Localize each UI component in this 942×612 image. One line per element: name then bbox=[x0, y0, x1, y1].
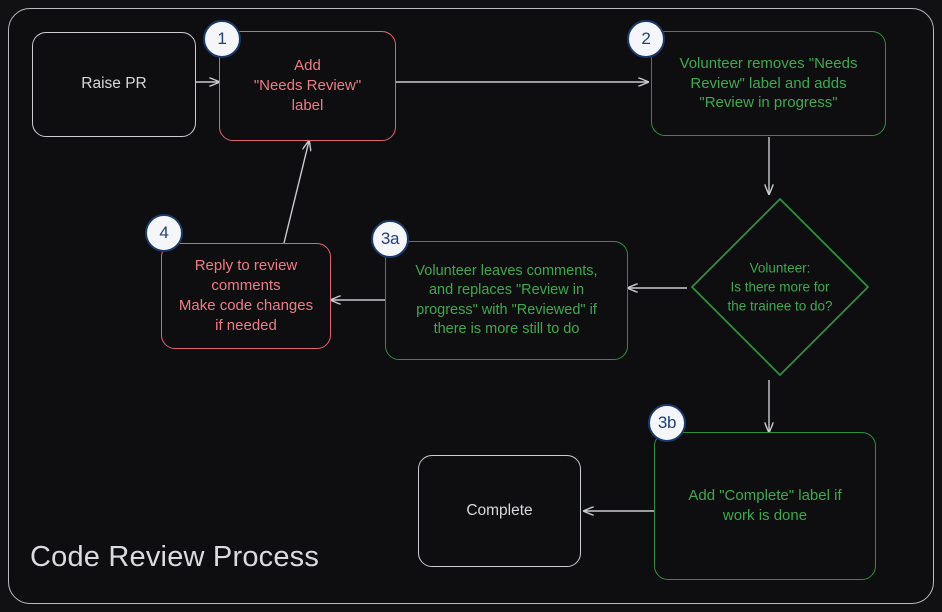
node-step-3b[interactable]: Add "Complete" label if work is done bbox=[654, 432, 876, 580]
node-step-3a[interactable]: Volunteer leaves comments, and replaces … bbox=[385, 241, 628, 360]
badge-step-3b-label: 3b bbox=[657, 413, 677, 432]
badge-step-2-label: 2 bbox=[641, 29, 651, 48]
node-raise-pr[interactable]: Raise PR bbox=[32, 32, 196, 137]
node-step-3a-label: Volunteer leaves comments, and replaces … bbox=[415, 263, 598, 337]
badge-step-3b[interactable]: 3b bbox=[648, 404, 686, 442]
node-step-1[interactable]: Add "Needs Review" label bbox=[219, 31, 396, 141]
node-step-2[interactable]: Volunteer removes "Needs Review" label a… bbox=[651, 31, 886, 136]
node-decision-label: Volunteer: Is there more for the trainee… bbox=[727, 260, 833, 314]
badge-step-4[interactable]: 4 bbox=[145, 214, 183, 252]
node-step-2-label: Volunteer removes "Needs Review" label a… bbox=[679, 54, 858, 112]
node-raise-pr-label: Raise PR bbox=[81, 75, 147, 93]
diagram-title: Code Review Process bbox=[30, 541, 320, 573]
badge-step-1[interactable]: 1 bbox=[203, 20, 241, 58]
node-decision[interactable]: Volunteer: Is there more for the trainee… bbox=[689, 196, 871, 378]
node-step-4[interactable]: Reply to review comments Make code chang… bbox=[161, 243, 331, 349]
badge-step-3a-label: 3a bbox=[380, 229, 400, 248]
node-complete-label: Complete bbox=[466, 501, 533, 519]
diamond-shape bbox=[691, 198, 869, 376]
badge-step-4-label: 4 bbox=[159, 223, 169, 242]
badge-step-1-label: 1 bbox=[217, 29, 227, 48]
node-complete[interactable]: Complete bbox=[418, 455, 581, 567]
node-step-1-label: Add "Needs Review" label bbox=[253, 57, 362, 114]
badge-step-2[interactable]: 2 bbox=[627, 20, 665, 58]
badge-step-3a[interactable]: 3a bbox=[371, 220, 409, 258]
node-step-4-label: Reply to review comments Make code chang… bbox=[178, 257, 314, 334]
node-step-3b-label: Add "Complete" label if work is done bbox=[688, 487, 842, 524]
